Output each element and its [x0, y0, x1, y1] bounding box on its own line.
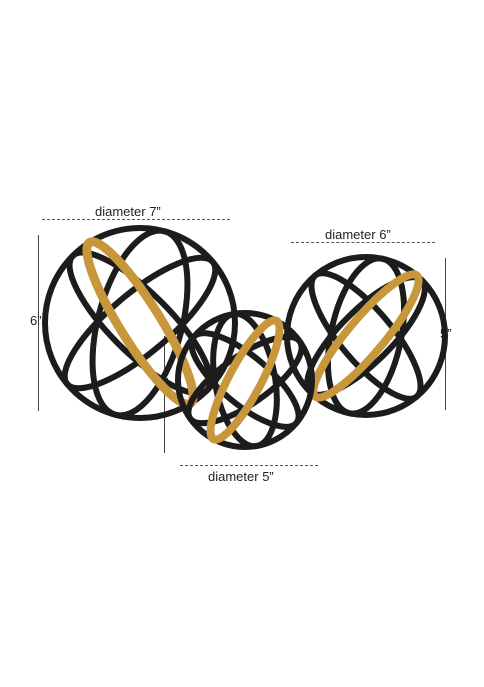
large-height-line	[38, 235, 39, 411]
medium-diameter-label: diameter 6”	[325, 227, 391, 242]
small-orb	[175, 310, 315, 450]
large-height-label: 6”	[30, 313, 42, 328]
medium-orb-gold-band	[309, 270, 423, 402]
large-diameter-line	[42, 219, 230, 220]
small-orb-gold-band	[206, 316, 284, 444]
small-diameter-line	[180, 465, 318, 466]
large-diameter-label: diameter 7”	[95, 204, 161, 219]
large-orb	[42, 225, 238, 421]
medium-diameter-line	[291, 242, 435, 243]
small-diameter-label: diameter 5”	[208, 469, 274, 484]
